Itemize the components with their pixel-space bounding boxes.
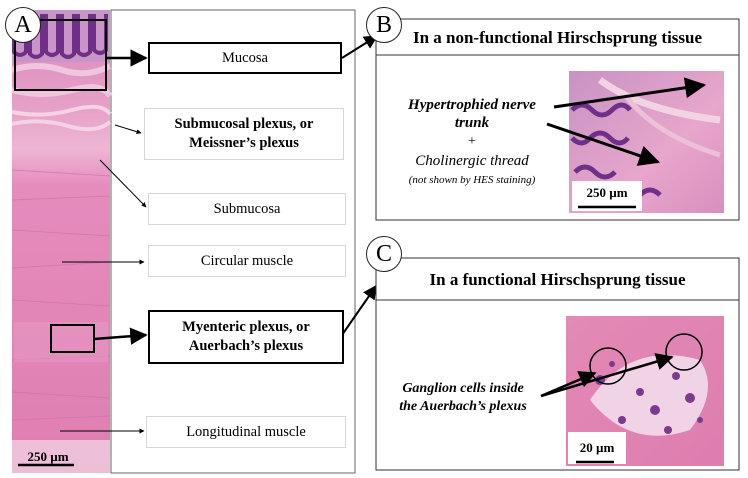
panel-c-letter: C — [366, 236, 402, 272]
ganglion-cells-label: Ganglion cells inside the Auerbach’s ple… — [380, 380, 546, 416]
mucosa-label: Mucosa — [148, 42, 342, 74]
circular-muscle-label: Circular muscle — [148, 245, 346, 277]
myenteric-plexus-line1: Myenteric plexus, or — [182, 319, 310, 335]
panel-c-title: In a functional Hirschsprung tissue — [429, 270, 686, 289]
nerve-trunk-line2: trunk — [454, 115, 490, 131]
plus-sign: + — [468, 134, 476, 149]
myenteric-plexus-line2: Auerbach’s plexus — [188, 338, 304, 354]
hes-staining-note: (not shown by HES staining) — [408, 174, 536, 186]
submucosa-label: Submucosa — [148, 193, 346, 225]
panel-a-frame — [110, 9, 356, 474]
panel-b-letter: B — [366, 7, 402, 43]
panel-a-letter: A — [5, 7, 41, 43]
longitudinal-muscle-text: Longitudinal muscle — [186, 423, 306, 440]
submucosal-plexus-line2: Meissner’s plexus — [189, 135, 299, 151]
cholinergic-thread-label: Cholinergic thread — [415, 153, 529, 169]
submucosal-plexus-line1: Submucosal plexus, or — [174, 116, 314, 132]
mucosa-highlight-box — [14, 19, 107, 91]
panel-b-title: In a non-functional Hirschsprung tissue — [412, 28, 703, 47]
panel-b-scale-label: 250 µm — [586, 185, 628, 200]
panel-a-histology — [11, 10, 113, 473]
panel-c-histology — [566, 316, 724, 466]
longitudinal-muscle-label: Longitudinal muscle — [146, 416, 346, 448]
submucosa-text: Submucosa — [213, 200, 281, 217]
panel-c-scale-label: 20 µm — [579, 440, 615, 455]
ganglion-line2: the Auerbach’s plexus — [399, 399, 527, 414]
ganglion-line1: Ganglion cells inside — [402, 381, 524, 396]
nerve-trunk-label: Hypertrophied nerve trunk — [382, 96, 562, 132]
panel-a-scale-label: 250 µm — [27, 449, 69, 464]
submucosal-plexus-label: Submucosal plexus, or Meissner’s plexus — [144, 108, 344, 160]
nerve-trunk-line1: Hypertrophied nerve — [408, 97, 536, 113]
circular-muscle-text: Circular muscle — [200, 252, 294, 269]
myenteric-plexus-label: Myenteric plexus, or Auerbach’s plexus — [148, 310, 344, 364]
mucosa-text: Mucosa — [222, 49, 268, 66]
